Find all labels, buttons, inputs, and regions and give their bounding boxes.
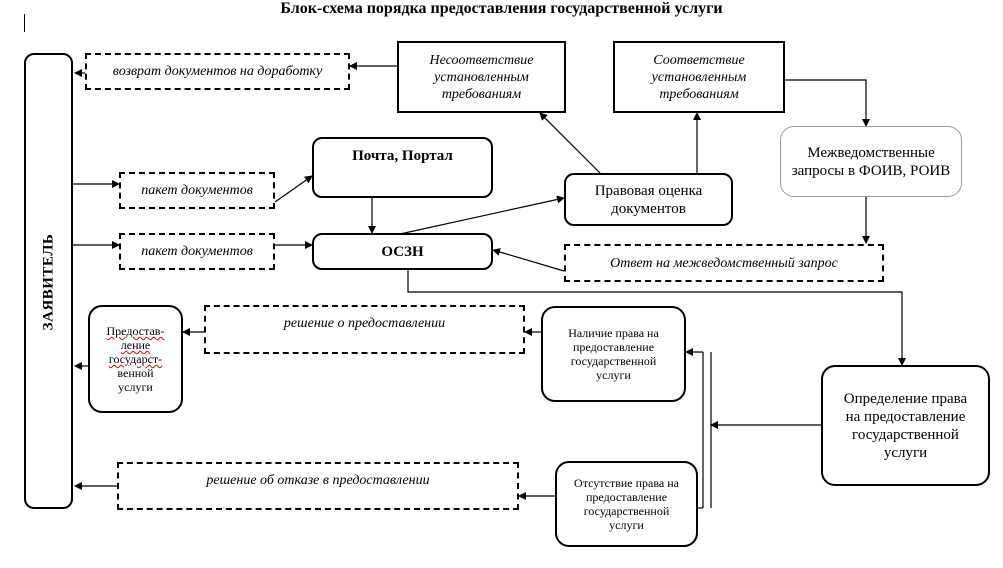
return-docs-box: возврат документов на доработку — [85, 53, 350, 90]
nonconformity-box: Несоответствие установленным требованиям — [397, 41, 566, 113]
mail-portal-box: Почта, Портал — [312, 137, 493, 198]
right-absent-box: Отсутствие права на предоставление госуд… — [555, 461, 698, 547]
interagency-response-box: Ответ на межведомственный запрос — [564, 244, 884, 282]
service-provision-box: Предостав- ление государст- венной услуг… — [88, 305, 183, 413]
package-documents-box-2: пакет документов — [119, 233, 275, 270]
arrow-oszn-to-determine — [407, 270, 906, 366]
text-cursor — [24, 14, 25, 32]
decision-refuse-box: решение об отказе в предоставлении — [117, 462, 519, 510]
provision-line-4: венной — [117, 366, 154, 380]
right-present-box: Наличие права на предоставление государс… — [541, 306, 686, 402]
diagram-title: Блок-схема порядка предоставления госуда… — [280, 0, 723, 17]
provision-line-5: услуги — [118, 380, 153, 394]
oszn-box: ОСЗН — [312, 233, 493, 270]
interagency-requests-box: Межведомственные запросы в ФОИВ, РОИВ — [780, 126, 962, 197]
arrow-conformity-to-requests — [785, 79, 870, 127]
applicant-box — [24, 53, 73, 509]
arrow-package1-to-mail — [274, 175, 313, 203]
provision-line-3: государст- — [108, 352, 163, 366]
provision-line-2: ление — [120, 338, 151, 352]
conformity-box: Соответствие установленным требованиям — [613, 41, 785, 113]
arrow-legal-to-nonconformity — [539, 112, 601, 174]
arrow-oszn-to-legal — [399, 195, 565, 235]
legal-assessment-box: Правовая оценка документов — [564, 173, 733, 226]
decision-grant-box: решение о предоставлении — [204, 305, 525, 354]
determine-right-box: Определение права на предоставление госу… — [821, 365, 990, 486]
arrow-response-to-oszn — [492, 248, 565, 272]
package-documents-box-1: пакет документов — [119, 172, 275, 209]
provision-line-1: Предостав- — [106, 324, 165, 338]
